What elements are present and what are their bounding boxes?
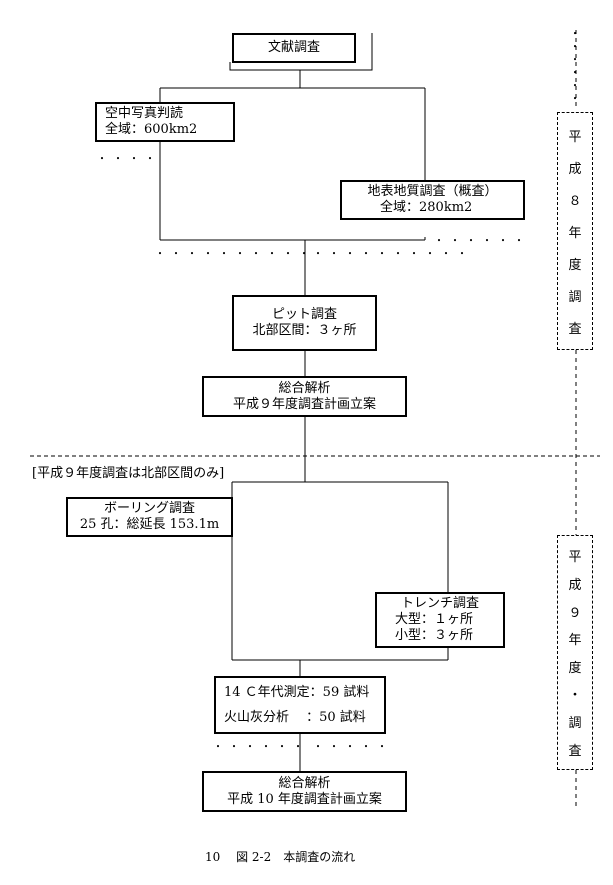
- phase-char: 平: [568, 129, 582, 145]
- box-label: トレンチ調査: [400, 596, 479, 611]
- analysis-1-box: 総合解析 平成９年度調査計画立案: [202, 376, 407, 417]
- phase-char: 度: [568, 660, 582, 676]
- continuation-dots: ・・・・・・: [570, 29, 580, 105]
- box-detail: 全域：280km2: [380, 200, 473, 215]
- continuation-dots: ・・・・・・・・・・: [313, 249, 473, 260]
- connector: [229, 33, 373, 71]
- box-label: 総合解析: [278, 380, 331, 396]
- continuation-dots: ・・・・・・・・・・: [155, 249, 315, 260]
- phase-char: 成: [568, 161, 582, 177]
- phase-char: 年: [568, 633, 582, 649]
- literature-survey-box: 文献調査: [232, 33, 356, 63]
- dating-analysis-box: 14 Ｃ年代測定：59 試料 火山灰分析 ：50 試料: [214, 676, 386, 734]
- pit-survey-box: ピット調査 北部区間：３ヶ所: [232, 295, 377, 351]
- box-label: 14 Ｃ年代測定：59 試料: [224, 684, 370, 700]
- box-label: 空中写真判読: [105, 106, 184, 121]
- continuation-dots: ・・・・・: [313, 742, 393, 753]
- box-detail: 大型：１ヶ所: [395, 612, 474, 627]
- continuation-dots: ・・・・・・: [434, 236, 530, 247]
- box-detail: 小型：３ヶ所: [395, 628, 474, 643]
- phase-char: 査: [568, 321, 582, 337]
- phase-char: 年: [568, 225, 582, 241]
- box-detail: 25 孔：総延長 153.1m: [79, 517, 220, 532]
- figure-caption: 10 図 2-2 本調査の流れ: [205, 850, 356, 864]
- aerial-photo-box: 空中写真判読 全域：600km2: [95, 102, 235, 142]
- continuation-dots: ・・・・・・: [213, 742, 309, 753]
- analysis-2-box: 総合解析 平成 10 年度調査計画立案: [202, 771, 407, 812]
- phase-char: ８: [568, 193, 582, 209]
- phase-char: 成: [568, 577, 582, 593]
- continuation-dots: ・・・・: [97, 154, 161, 165]
- box-detail: 平成９年度調査計画立案: [232, 396, 376, 412]
- trench-survey-box: トレンチ調査 大型：１ヶ所 小型：３ヶ所: [375, 592, 505, 648]
- box-label: ピット調査: [271, 307, 337, 322]
- phase-char: 度: [568, 257, 582, 273]
- phase-label-h9: 平 成 ９ 年 度 ・ 調 査: [557, 535, 593, 770]
- phase-note: [平成９年度調査は北部区間のみ]: [32, 466, 225, 481]
- box-label: 総合解析: [278, 775, 331, 791]
- phase-char: 調: [568, 289, 582, 305]
- box-label: 地表地質調査（概査）: [367, 184, 498, 199]
- phase-char: ・: [568, 688, 582, 704]
- box-detail: 北部区間：３ヶ所: [252, 323, 357, 338]
- box-label: ボーリング調査: [103, 501, 195, 516]
- surface-geology-box: 地表地質調査（概査） 全域：280km2: [340, 180, 525, 220]
- boring-survey-box: ボーリング調査 25 孔：総延長 153.1m: [66, 497, 233, 537]
- phase-label-h8: 平 成 ８ 年 度 調 査: [557, 112, 593, 350]
- box-detail: 火山灰分析 ：50 試料: [224, 709, 366, 725]
- phase-char: 平: [568, 550, 582, 566]
- box-label: 文献調査: [267, 40, 320, 55]
- box-detail: 平成 10 年度調査計画立案: [227, 791, 382, 807]
- phase-char: 調: [568, 716, 582, 732]
- box-detail: 全域：600km2: [105, 122, 198, 137]
- phase-char: ９: [568, 605, 582, 621]
- phase-char: 査: [568, 743, 582, 759]
